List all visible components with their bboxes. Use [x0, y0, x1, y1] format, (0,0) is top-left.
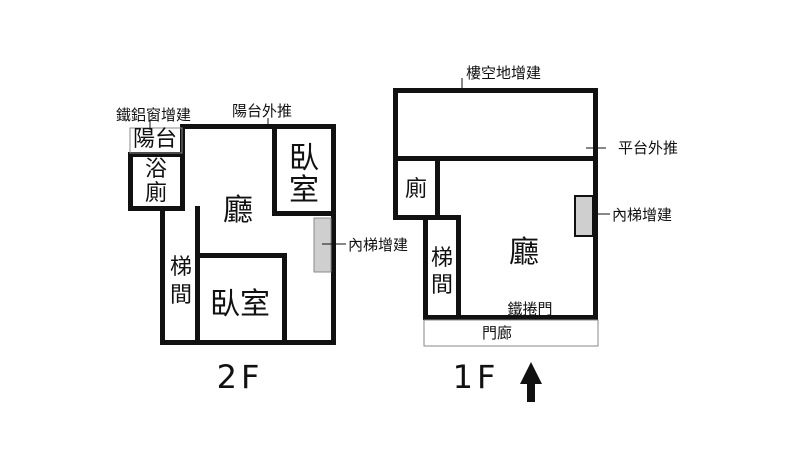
wall: [282, 253, 287, 343]
wall: [423, 215, 428, 320]
wall: [393, 88, 398, 220]
label-iron-door: 鐵捲門: [507, 300, 552, 318]
up-arrow-icon: [520, 362, 542, 402]
room-bedroom-a-line1: 臥: [289, 141, 319, 176]
note-platform-extension: 平台外推: [618, 139, 678, 157]
wall: [160, 340, 336, 345]
wall: [423, 215, 461, 220]
wall: [272, 211, 336, 216]
wall: [456, 215, 461, 315]
wall: [393, 156, 598, 161]
note-balcony-extension: 陽台外推: [232, 102, 292, 120]
room-bath-line1: 浴: [145, 157, 167, 182]
note-inner-stair-2f: 內梯增建: [348, 236, 408, 254]
room-bath-line2: 廁: [145, 181, 167, 206]
floor-2-plan: 陽台 浴 廁 廳 臥 室 梯 間 臥室 鐵鋁窗增建 陽台外推 內梯增建 2F: [116, 102, 408, 396]
floor-label-2f: 2F: [217, 358, 264, 396]
wall: [393, 88, 598, 93]
wall: [393, 215, 440, 220]
room-stairs-1f-line2: 間: [431, 273, 453, 298]
floor-1-plan: 廁 廳 梯 間 鐵捲門 門廊 樓空地增建 平台外推 內梯增建 1F: [393, 64, 678, 402]
floor-label-1f: 1F: [453, 358, 500, 396]
wall: [272, 124, 277, 216]
note-inner-stair-1f: 內梯增建: [612, 206, 672, 224]
wall: [195, 206, 200, 343]
room-porch: 門廊: [482, 324, 512, 342]
room-hall-2f: 廳: [223, 193, 253, 228]
wall: [435, 156, 440, 218]
wall: [331, 124, 336, 345]
room-toilet-1f: 廁: [405, 177, 427, 202]
inner-stair-block: [313, 217, 332, 273]
note-open-space: 樓空地增建: [466, 64, 541, 82]
room-bedroom-b: 臥室: [210, 287, 270, 322]
wall: [180, 124, 336, 129]
room-stairs-line1: 梯: [170, 255, 192, 280]
note-aluminum-window: 鐵鋁窗增建: [116, 106, 191, 124]
room-balcony: 陽台: [133, 127, 177, 152]
wall: [160, 206, 165, 345]
wall: [128, 152, 133, 210]
wall: [593, 88, 598, 320]
wall: [180, 124, 185, 211]
room-bedroom-a-line2: 室: [289, 173, 319, 208]
balcony-outline: [129, 127, 183, 154]
wall: [423, 315, 598, 320]
room-stairs-1f-line1: 梯: [431, 246, 453, 271]
wall: [195, 253, 287, 258]
wall: [128, 206, 185, 211]
room-hall-1f: 廳: [509, 235, 539, 270]
room-stairs-line2: 間: [170, 283, 192, 308]
wall: [128, 152, 185, 157]
porch-outline: [423, 319, 599, 347]
inner-stair-block: [574, 195, 594, 237]
